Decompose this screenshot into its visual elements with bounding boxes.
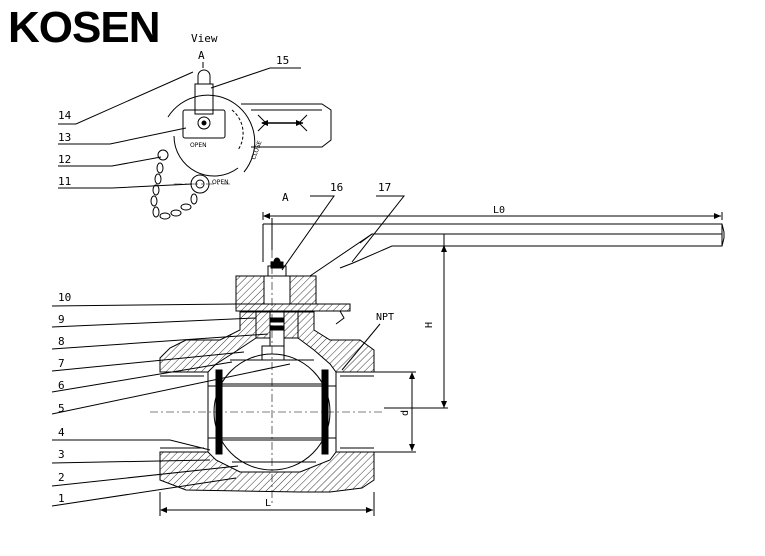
callout-5: 5 (58, 402, 65, 415)
callout-12: 12 (58, 153, 71, 166)
callout-16: 16 (330, 181, 343, 194)
callout-2: 2 (58, 471, 65, 484)
dim-l: L (265, 498, 271, 509)
callout-15: 15 (276, 54, 289, 67)
callout-10: 10 (58, 291, 71, 304)
callout-13: 13 (58, 131, 71, 144)
section-marker-a: A (282, 191, 289, 204)
callout-14: 14 (58, 109, 72, 122)
close-text: CLOSE (250, 140, 263, 161)
dim-h: H (424, 322, 435, 328)
view-marker-a: A (198, 49, 205, 62)
brand-logo: KOSEN (8, 3, 159, 52)
detail-stamp: OPEN (190, 142, 207, 149)
callout-17: 17 (378, 181, 391, 194)
open-text: OPEN (212, 179, 229, 186)
callout-1: 1 (58, 492, 65, 505)
callout-6: 6 (58, 379, 65, 392)
view-label: View (191, 32, 218, 45)
callout-4: 4 (58, 426, 65, 439)
callout-8: 8 (58, 335, 65, 348)
callout-3: 3 (58, 448, 65, 461)
dim-d: d (400, 410, 411, 416)
section-view: L0 H d L NPT A (51, 191, 725, 516)
dim-npt: NPT (376, 312, 394, 323)
dim-l0: L0 (493, 205, 505, 216)
detail-view: A OPEN CLOSE OPEN (58, 49, 332, 220)
lock-chain (150, 149, 198, 220)
callout-9: 9 (58, 313, 65, 326)
callout-11: 11 (58, 175, 71, 188)
callout-labels: 1 2 3 4 5 6 7 8 9 10 11 12 13 14 15 16 1… (58, 54, 391, 505)
callout-7: 7 (58, 357, 65, 370)
